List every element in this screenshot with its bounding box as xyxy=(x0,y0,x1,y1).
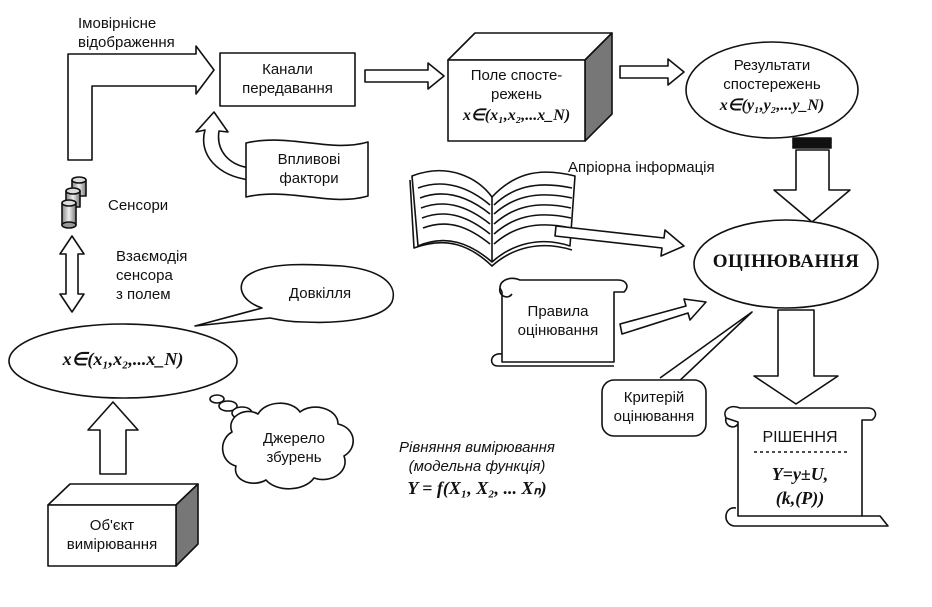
equation-label: Рівняння вимірювання (модельна функція) … xyxy=(362,438,592,498)
observation-field-box xyxy=(447,32,613,142)
criterion-label: Критерій оцінювання xyxy=(613,389,695,425)
environment-bubble xyxy=(194,263,395,327)
results-ellipse xyxy=(685,41,859,139)
mapping-arrow xyxy=(67,45,215,161)
apriori-label: Апріорна інформація xyxy=(568,159,715,176)
arrow-apriori-estimation xyxy=(554,225,685,257)
criterion-callout xyxy=(659,311,753,387)
influence-curved-arrow xyxy=(195,111,251,181)
object-label: Об'єкт вимірювання xyxy=(66,517,158,553)
arrow-channels-field xyxy=(364,62,445,90)
influencing-factors-box xyxy=(245,139,369,201)
decision-formula: Y=y±U, (k,(P)) xyxy=(771,464,829,508)
object-quantity-formula: x∈(x₁,x₂,...x_N) xyxy=(62,349,184,369)
environment-label: Довкілля xyxy=(288,285,352,302)
object-box xyxy=(47,483,199,567)
sensors-icon xyxy=(61,176,87,229)
disturbance-label: Джерело збурень xyxy=(263,430,325,466)
interaction-double-arrow xyxy=(59,235,85,313)
sensors-label: Сенсори xyxy=(108,197,169,214)
channels-box xyxy=(219,52,356,107)
object-quantity-ellipse xyxy=(8,323,238,399)
arrow-object-quantity xyxy=(87,401,139,475)
arrow-field-results xyxy=(619,58,685,86)
observation-field-label: Поле спосте- режень x∈(x₁,x₂,...x_N) xyxy=(448,66,585,125)
criterion-box xyxy=(601,379,707,437)
estimation-label: ОЦІНЮВАННЯ xyxy=(712,251,860,272)
rules-scroll xyxy=(490,277,628,367)
decision-title: РІШЕННЯ xyxy=(762,429,838,446)
arrow-estimation-decision xyxy=(753,309,839,405)
channels-label: Канали передавання xyxy=(242,61,333,97)
influencing-factors-label: Впливові фактори xyxy=(277,151,341,187)
arrow-rules-estimation xyxy=(619,298,707,335)
arrow-results-estimation xyxy=(773,137,851,223)
rules-label: Правила оцінювання xyxy=(517,303,599,339)
equation-formula: Y = f(X₁, X₂, ... Xₙ) xyxy=(407,478,547,498)
decision-scroll xyxy=(724,405,889,527)
probabilistic-mapping-label: Імовірнісне відображення xyxy=(78,15,175,51)
book-icon xyxy=(409,169,576,267)
results-label: Результати спостережень x∈(y₁,y₂,...y_N) xyxy=(686,56,858,115)
estimation-ellipse xyxy=(693,219,879,309)
disturbance-cloud xyxy=(221,402,354,490)
observation-field-formula: x∈(x₁,x₂,...x_N) xyxy=(462,107,571,124)
interaction-label: Взаємодія сенсора з полем xyxy=(116,248,188,303)
results-formula: x∈(y₁,y₂,...y_N) xyxy=(719,97,825,114)
